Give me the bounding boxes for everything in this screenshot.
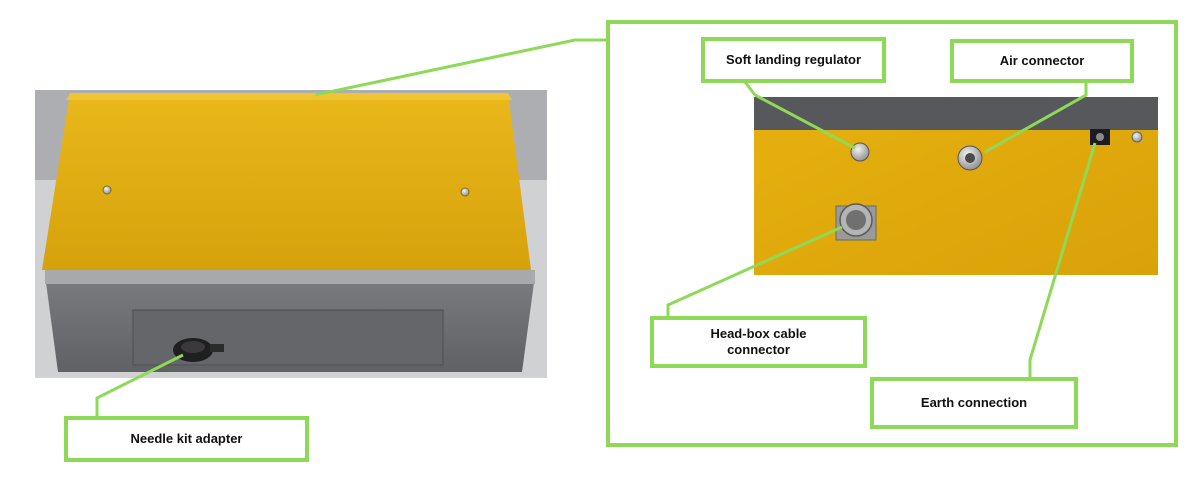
callout-lines	[95, 38, 1097, 418]
earth-connection-text: Earth connection	[920, 395, 1028, 410]
soft-landing-regulator-knob	[850, 142, 870, 162]
head-box-cable-connector-text: Head-box cable connector	[710, 326, 807, 357]
lid-screw-left	[102, 185, 112, 195]
earth-callout-line	[1028, 142, 1097, 378]
closeup-frame	[606, 20, 1178, 447]
panel-top-edge	[754, 97, 1158, 130]
lid-highlight	[66, 93, 512, 100]
needle-kit-adapter-label: Needle kit adapter	[64, 416, 309, 462]
air-connector-label: Air connector	[950, 39, 1134, 83]
yellow-lid	[42, 93, 531, 270]
head-box-connector-pins	[846, 210, 866, 230]
soft-landing-regulator-text: Soft landing regulator	[725, 52, 862, 67]
head-box-cable-connector-label: Head-box cable connector	[650, 316, 867, 368]
air-connector-hole	[965, 153, 975, 163]
head-box-callout-line	[666, 225, 843, 318]
soft-landing-callout-line	[743, 81, 856, 150]
air-connector-text: Air connector	[999, 53, 1085, 68]
needle-kit-adapter-text: Needle kit adapter	[130, 431, 243, 446]
soft-landing-regulator-label: Soft landing regulator	[701, 37, 886, 83]
zoom-callout-line	[314, 38, 608, 97]
earth-connection-label: Earth connection	[870, 377, 1078, 429]
needle-kit-adapter-latch	[210, 344, 224, 352]
housing-rim	[45, 270, 535, 284]
panel-screw	[1131, 131, 1143, 143]
connector-panel-photo	[754, 97, 1158, 275]
needle-kit-callout-line	[95, 353, 184, 418]
air-connector-callout-line	[984, 83, 1088, 154]
earth-terminal-screw	[1096, 133, 1104, 141]
lid-screw-right	[460, 187, 470, 197]
needle-kit-adapter-core	[181, 341, 205, 353]
device-photo	[35, 90, 547, 378]
